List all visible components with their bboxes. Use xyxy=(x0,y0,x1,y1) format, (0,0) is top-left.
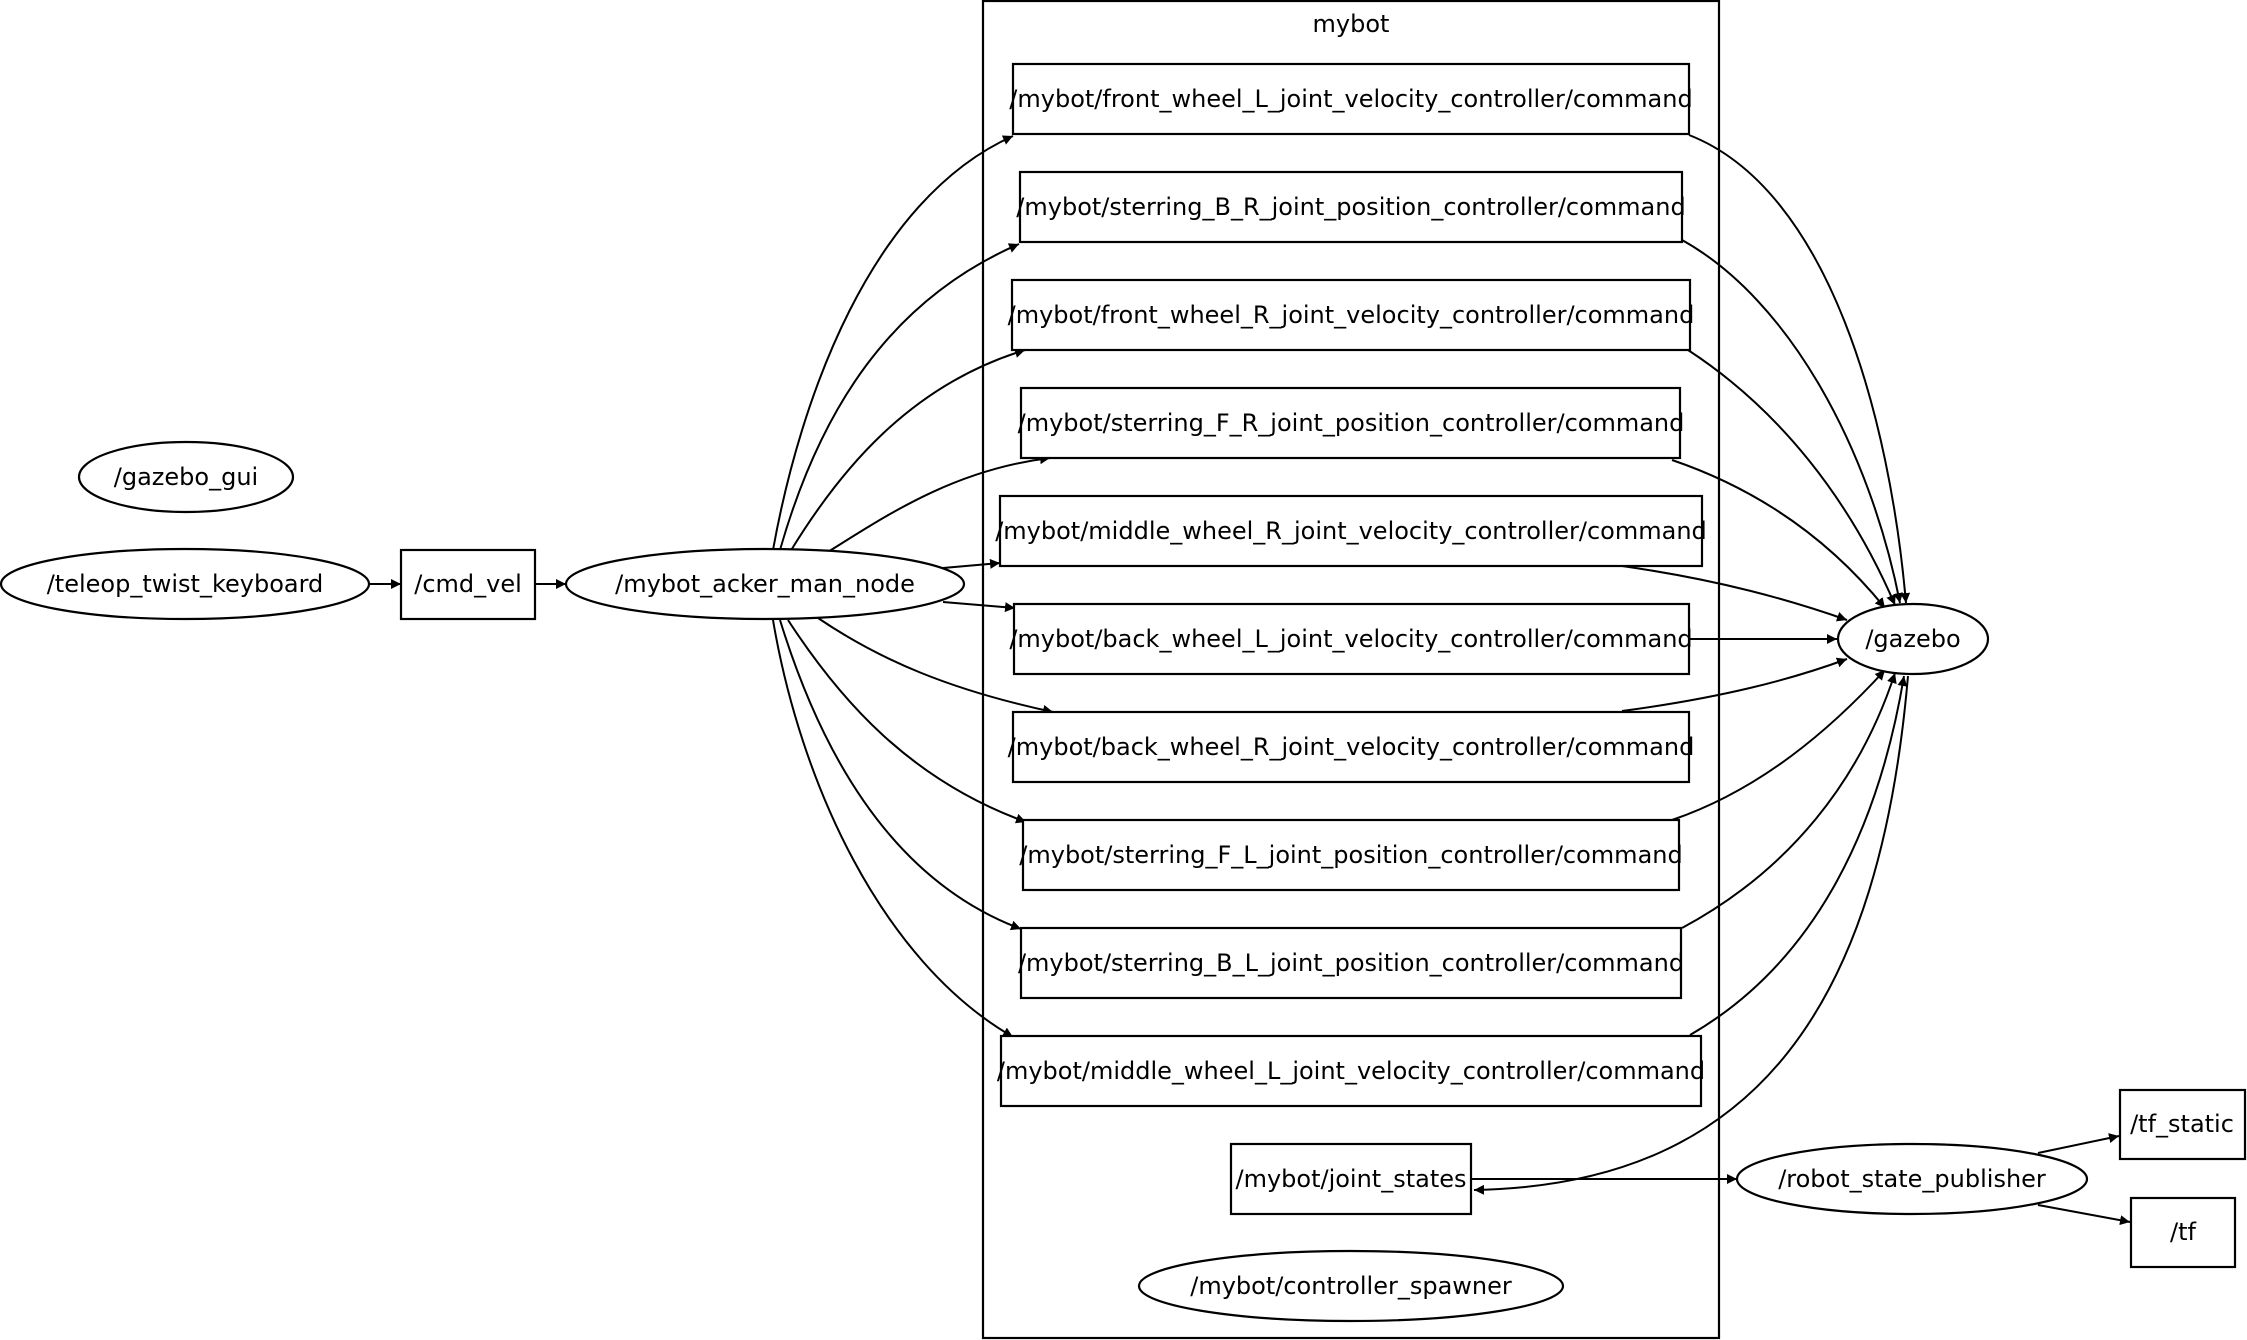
cluster-mybot: mybot xyxy=(981,0,1721,1340)
node-gazebo[interactable]: /gazebo xyxy=(1836,602,1990,676)
edge-acker-topic-sbr xyxy=(779,243,1020,551)
svg-text:/mybot_acker_man_node: /mybot_acker_man_node xyxy=(615,570,915,598)
node-robot-state-publisher[interactable]: /robot_state_publisher xyxy=(1735,1142,2089,1216)
topic-back-wheel-l-velocity[interactable]: /mybot/back_wheel_L_joint_velocity_contr… xyxy=(1009,602,1693,676)
svg-text:/mybot/middle_wheel_R_joint_ve: /mybot/middle_wheel_R_joint_velocity_con… xyxy=(995,517,1707,545)
svg-text:/robot_state_publisher: /robot_state_publisher xyxy=(1778,1165,2046,1193)
cluster-label: mybot xyxy=(1313,10,1390,38)
svg-text:/mybot/joint_states: /mybot/joint_states xyxy=(1235,1165,1466,1193)
topic-cmd-vel[interactable]: /cmd_vel xyxy=(399,548,537,621)
edge-topic-fwl-gazebo xyxy=(1688,134,1911,604)
svg-text:/gazebo: /gazebo xyxy=(1865,625,1960,653)
topic-sterring-b-l-position[interactable]: /mybot/sterring_B_L_joint_position_contr… xyxy=(1018,926,1684,1000)
edge-topic-mwr-gazebo xyxy=(1621,565,1848,622)
topic-front-wheel-r-velocity[interactable]: /mybot/front_wheel_R_joint_velocity_cont… xyxy=(1008,278,1695,352)
topic-front-wheel-l-velocity[interactable]: /mybot/front_wheel_L_joint_velocity_cont… xyxy=(1009,62,1693,136)
edge-topic-sfr-gazebo xyxy=(1671,459,1886,609)
nodes: /gazebo_gui /teleop_twist_keyboard /cmd_… xyxy=(0,62,2247,1323)
topic-sterring-b-r-position[interactable]: /mybot/sterring_B_R_joint_position_contr… xyxy=(1016,170,1686,244)
edge-acker-topic-fwr xyxy=(789,348,1026,553)
edge-topic-fwr-gazebo xyxy=(1687,349,1896,606)
edge-topic-mwl-gazebo xyxy=(1689,675,1908,1036)
node-mybot-controller-spawner[interactable]: /mybot/controller_spawner xyxy=(1137,1249,1565,1323)
edge-acker-topic-fwl xyxy=(772,135,1014,551)
edge-acker-topic-mwl xyxy=(772,619,1014,1038)
svg-text:/mybot/middle_wheel_L_joint_ve: /mybot/middle_wheel_L_joint_velocity_con… xyxy=(997,1057,1705,1085)
node-teleop-twist-keyboard[interactable]: /teleop_twist_keyboard xyxy=(0,547,371,621)
node-mybot-acker-man-node[interactable]: /mybot_acker_man_node xyxy=(564,547,966,621)
topic-sterring-f-r-position[interactable]: /mybot/sterring_F_R_joint_position_contr… xyxy=(1018,386,1685,460)
edge-topic-sbr-gazebo xyxy=(1681,239,1903,604)
edge-acker-topic-bwr xyxy=(817,617,1054,715)
topic-middle-wheel-r-velocity[interactable]: /mybot/middle_wheel_R_joint_velocity_con… xyxy=(995,494,1707,568)
svg-text:/mybot/sterring_B_R_joint_posi: /mybot/sterring_B_R_joint_position_contr… xyxy=(1016,193,1685,221)
svg-text:/mybot/controller_spawner: /mybot/controller_spawner xyxy=(1190,1272,1512,1300)
svg-text:/mybot/front_wheel_L_joint_vel: /mybot/front_wheel_L_joint_velocity_cont… xyxy=(1009,85,1692,113)
topic-sterring-f-l-position[interactable]: /mybot/sterring_F_L_joint_position_contr… xyxy=(1019,818,1683,892)
edge-gazebo-joint-states xyxy=(1473,675,1909,1195)
svg-text:/mybot/back_wheel_L_joint_velo: /mybot/back_wheel_L_joint_velocity_contr… xyxy=(1009,625,1692,653)
edge-topic-sfl-gazebo xyxy=(1671,669,1886,821)
svg-text:/cmd_vel: /cmd_vel xyxy=(414,570,522,598)
edge-acker-topic-mwr xyxy=(942,558,1001,569)
svg-text:/tf: /tf xyxy=(2170,1218,2196,1246)
svg-text:/teleop_twist_keyboard: /teleop_twist_keyboard xyxy=(47,570,324,598)
svg-text:/mybot/sterring_B_L_joint_posi: /mybot/sterring_B_L_joint_position_contr… xyxy=(1018,949,1684,977)
topic-tf-static[interactable]: /tf_static xyxy=(2118,1088,2247,1161)
topic-middle-wheel-l-velocity[interactable]: /mybot/middle_wheel_L_joint_velocity_con… xyxy=(997,1034,1705,1108)
svg-text:/mybot/sterring_F_L_joint_posi: /mybot/sterring_F_L_joint_position_contr… xyxy=(1019,841,1682,869)
topic-tf[interactable]: /tf xyxy=(2129,1196,2237,1269)
edge-rsp-tf xyxy=(2037,1204,2131,1226)
svg-text:/tf_static: /tf_static xyxy=(2130,1110,2234,1138)
topic-back-wheel-r-velocity[interactable]: /mybot/back_wheel_R_joint_velocity_contr… xyxy=(1008,710,1695,784)
edge-rsp-tf-static xyxy=(2037,1133,2120,1154)
edge-topic-bwr-gazebo xyxy=(1621,657,1848,712)
topic-mybot-joint-states[interactable]: /mybot/joint_states xyxy=(1229,1142,1473,1216)
edge-acker-topic-sfr xyxy=(822,454,1051,556)
svg-text:/mybot/front_wheel_R_joint_vel: /mybot/front_wheel_R_joint_velocity_cont… xyxy=(1008,301,1695,329)
edge-acker-topic-sbl xyxy=(779,619,1022,931)
edge-acker-topic-sfl xyxy=(787,619,1027,824)
svg-text:/mybot/back_wheel_R_joint_velo: /mybot/back_wheel_R_joint_velocity_contr… xyxy=(1008,733,1695,761)
edges xyxy=(370,134,2131,1226)
edge-acker-topic-bwl xyxy=(942,601,1016,613)
svg-text:/mybot/sterring_F_R_joint_posi: /mybot/sterring_F_R_joint_position_contr… xyxy=(1018,409,1685,437)
svg-text:/gazebo_gui: /gazebo_gui xyxy=(114,463,258,491)
edge-topic-sbl-gazebo xyxy=(1681,672,1897,929)
node-gazebo-gui[interactable]: /gazebo_gui xyxy=(77,440,295,514)
